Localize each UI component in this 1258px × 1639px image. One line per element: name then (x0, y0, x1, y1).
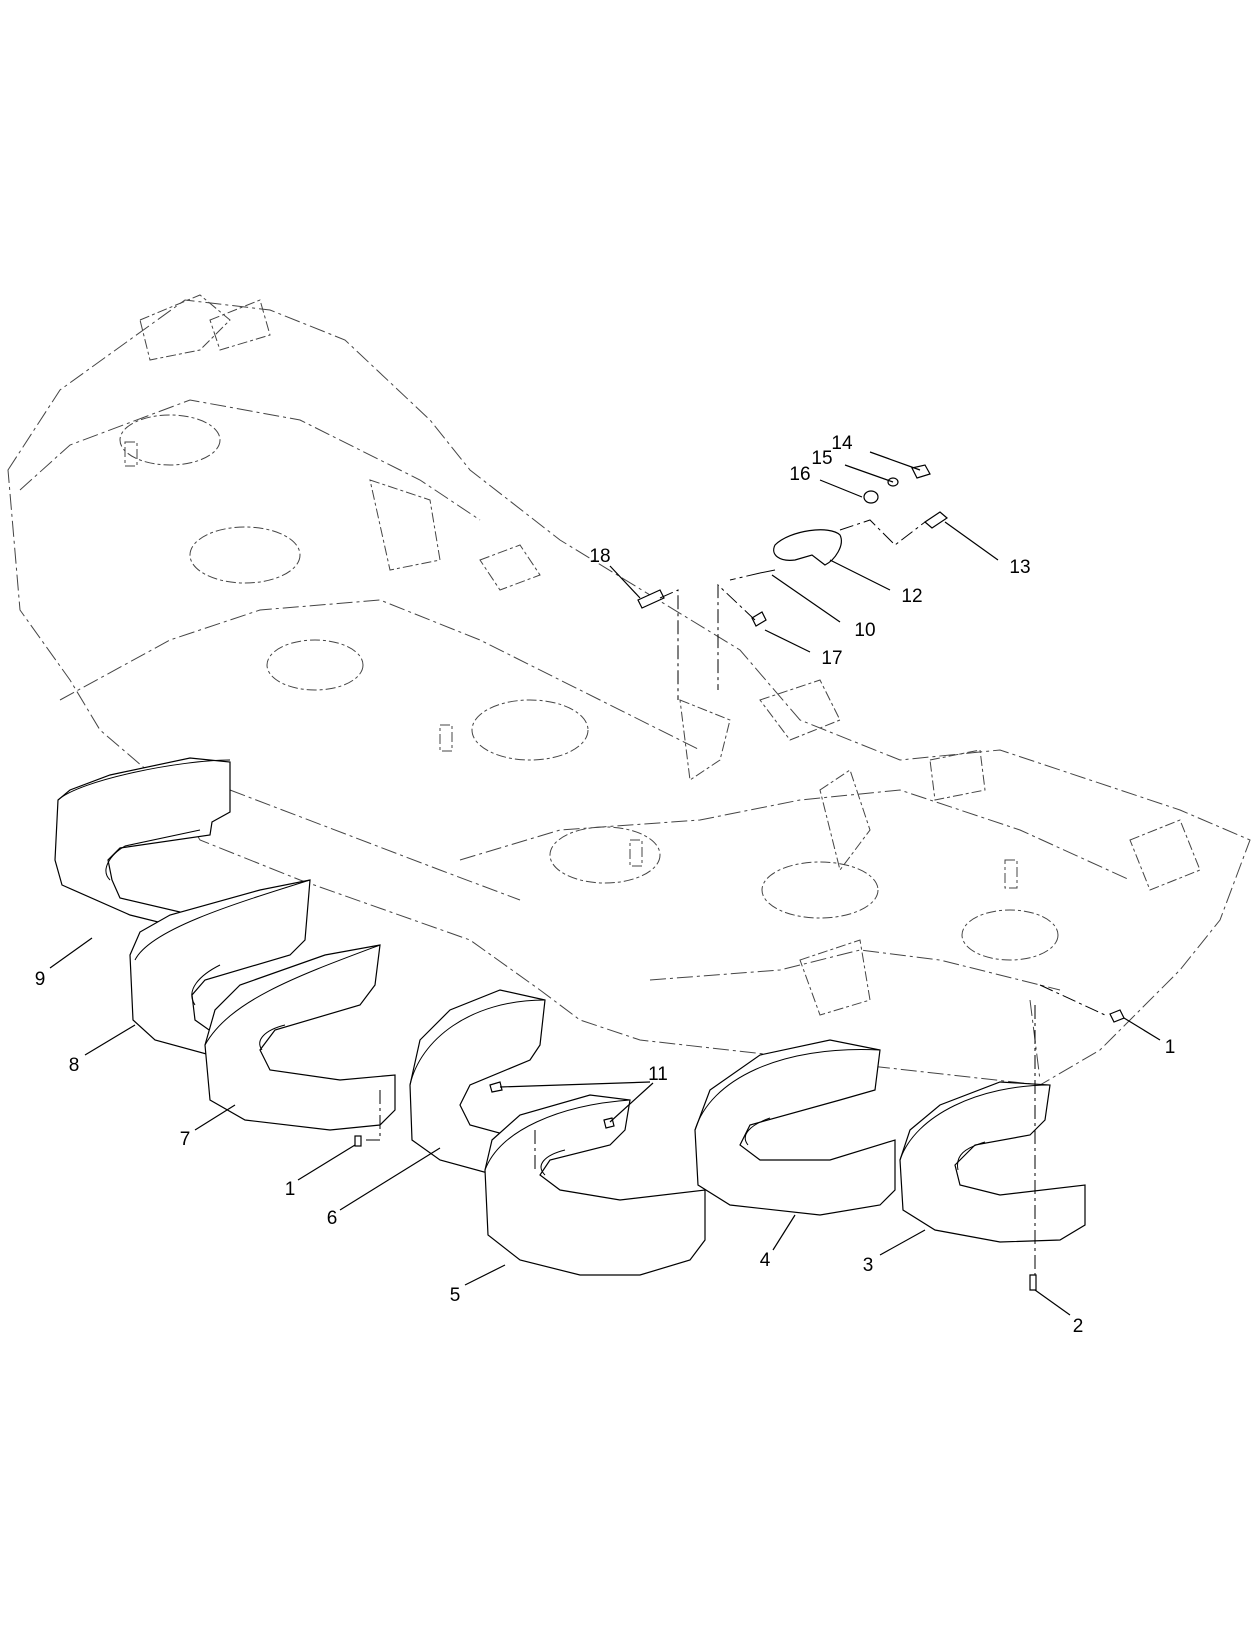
callout-13: 13 (1009, 557, 1030, 578)
callout-6: 6 (327, 1208, 338, 1229)
callout-5: 5 (450, 1285, 461, 1306)
nut-1-left-icon (354, 1135, 362, 1147)
callout-14: 14 (831, 433, 853, 454)
baffle-4 (694, 1039, 896, 1216)
callout-3: 3 (863, 1255, 874, 1276)
callout-4: 4 (760, 1250, 771, 1271)
pin-10-icon (759, 569, 776, 574)
baffle-3 (899, 1081, 1086, 1243)
baffle-7 (204, 944, 396, 1131)
callout-1-left: 1 (285, 1179, 296, 1200)
baffle-8 (129, 879, 311, 1056)
baffle-9 (54, 757, 231, 926)
callout-7: 7 (180, 1129, 191, 1150)
callout-2: 2 (1073, 1316, 1084, 1337)
callout-9: 9 (35, 969, 46, 990)
washer-16-icon (863, 490, 879, 504)
bolt-17-icon (751, 611, 767, 627)
baffle-5 (484, 1094, 706, 1276)
screw-2-icon (1029, 1274, 1037, 1291)
assembly-lines (362, 519, 1106, 1275)
baffle-6 (409, 989, 546, 1176)
callout-8: 8 (69, 1055, 80, 1076)
callout-1-right: 1 (1165, 1037, 1176, 1058)
nut-1-right-icon (1109, 1009, 1125, 1023)
callout-15: 15 (811, 448, 832, 469)
pin-13-icon (924, 511, 948, 529)
lever-12-icon (773, 529, 842, 566)
callout-17: 17 (821, 648, 842, 669)
callout-labels: 14 15 16 13 12 10 17 18 1 2 3 4 5 6 7 8 … (35, 433, 1176, 1337)
callout-12: 12 (901, 586, 922, 607)
screw-11a-icon (489, 1081, 503, 1093)
leader-lines (49, 451, 1161, 1316)
bolt-18-icon (637, 589, 665, 609)
callout-11: 11 (648, 1064, 668, 1085)
nut-14-icon (911, 464, 931, 479)
callout-10: 10 (854, 620, 875, 641)
callout-16: 16 (789, 464, 810, 485)
callout-18: 18 (589, 546, 610, 567)
